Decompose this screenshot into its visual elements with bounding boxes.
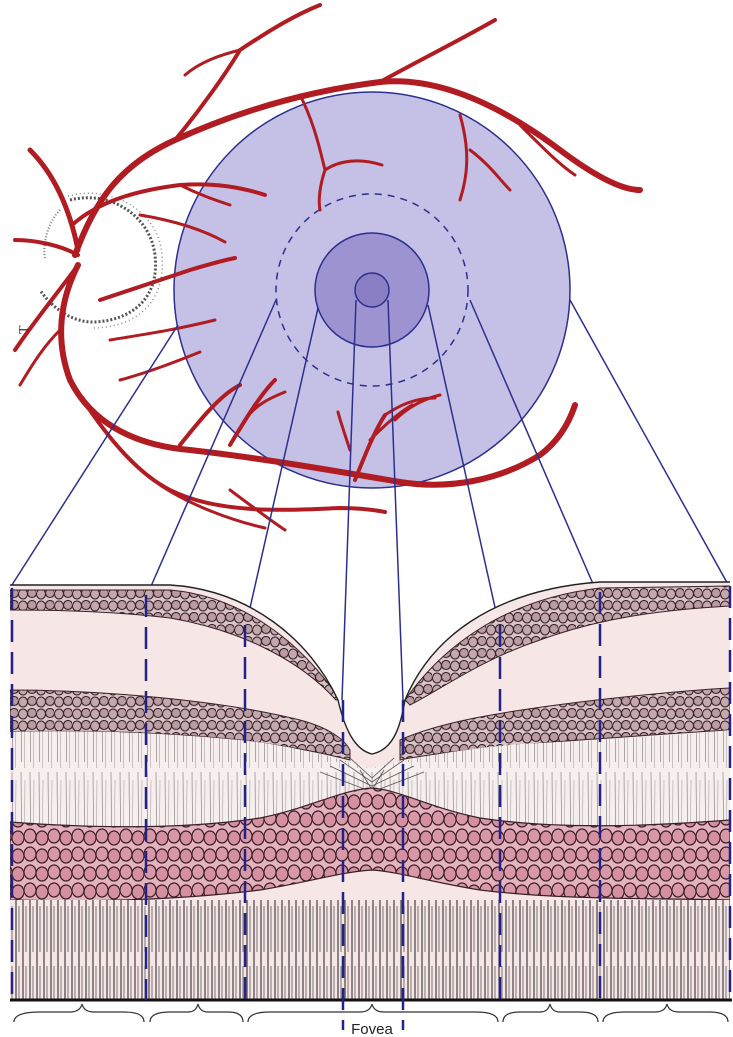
- optic-disc: [40, 193, 162, 328]
- fundus-view: T: [15, 5, 640, 530]
- brace-perifovea-right: [603, 1004, 728, 1022]
- brace-perifovea-left: [14, 1004, 144, 1022]
- zone-braces: [14, 1004, 728, 1022]
- retina-cross-section: Fovea: [10, 580, 732, 1037]
- corner-mark-label: T: [17, 325, 32, 334]
- foveola-circle: [355, 273, 389, 307]
- fovea-label: Fovea: [351, 1021, 393, 1037]
- photoreceptor-layer: [10, 900, 732, 1000]
- brace-parafovea-left: [150, 1004, 243, 1022]
- brace-fovea: [248, 1004, 498, 1022]
- brace-parafovea-right: [503, 1004, 598, 1022]
